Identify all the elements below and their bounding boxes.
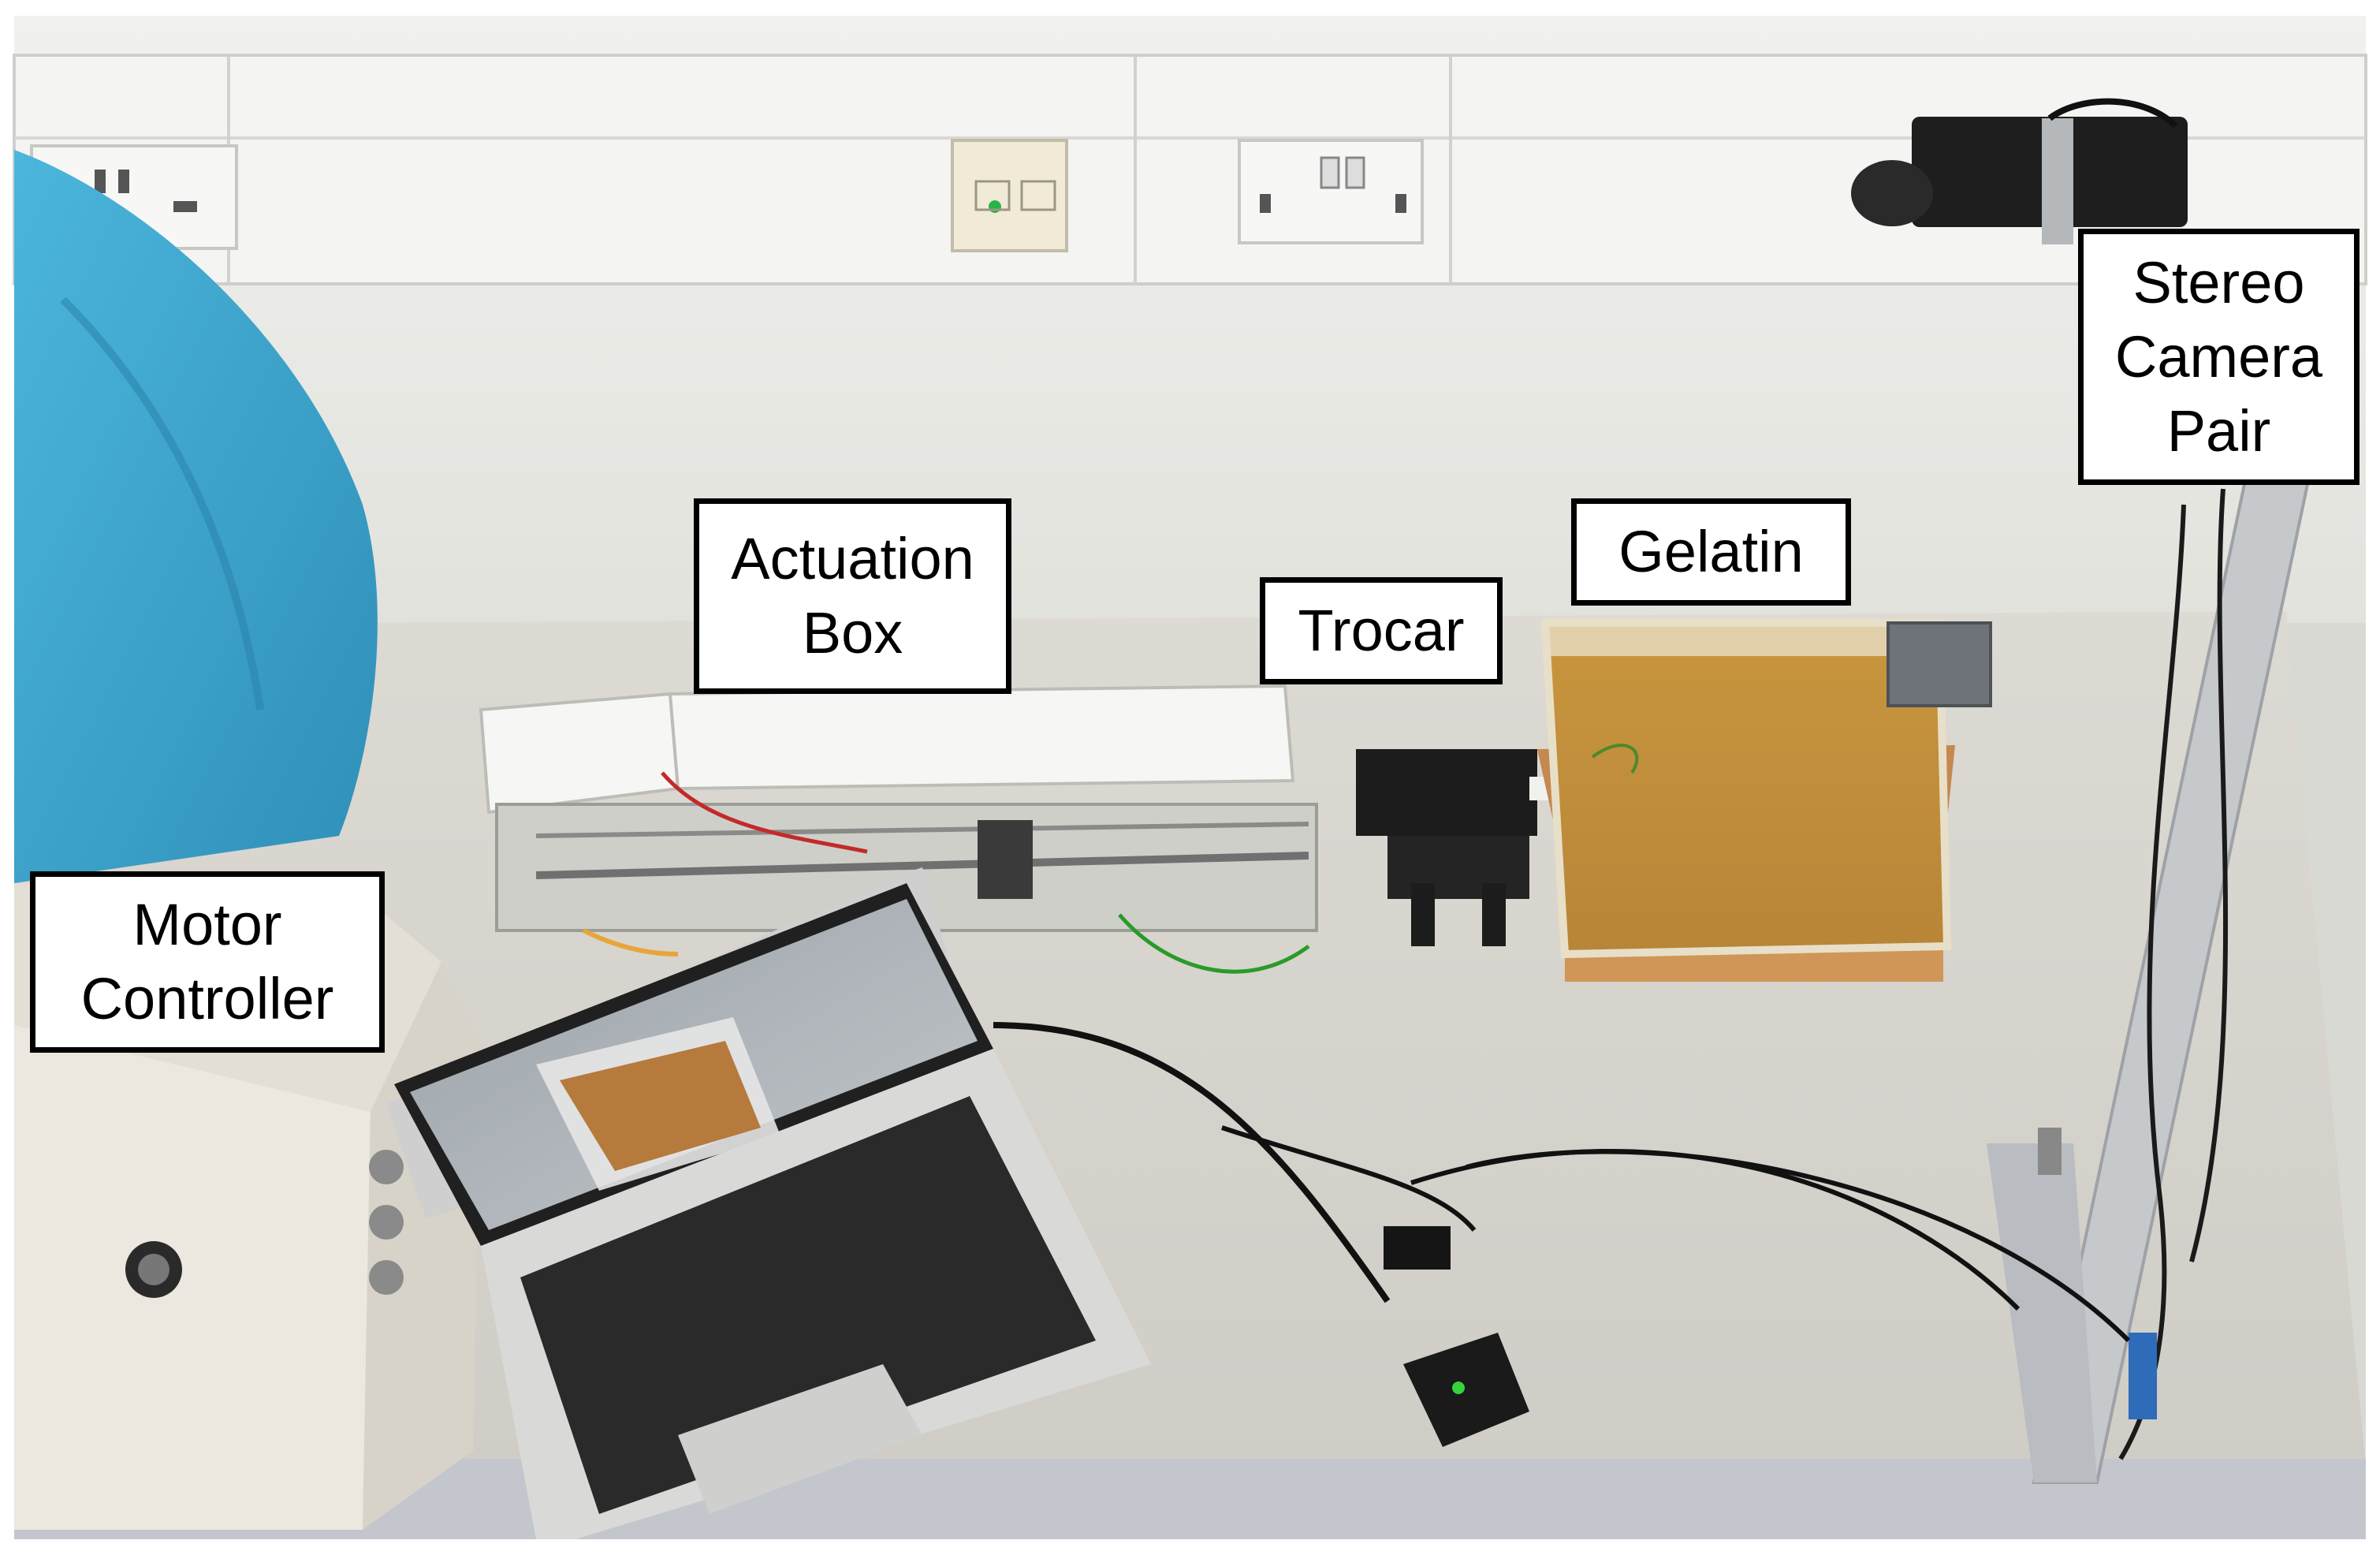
trocar-label: Trocar [1260,577,1503,684]
actuation-box-label-line2: Box [802,600,903,666]
stereo-camera-label-line2: Camera [2114,323,2323,390]
ethernet-cable [582,928,679,956]
blue-cloth [14,150,378,883]
actuation-box-label-line1: Actuation [731,526,974,591]
laptop-cable [993,1022,1391,1303]
camera-cable-2 [1466,1149,2131,1343]
gelatin-label: Gelatin [1571,498,1851,606]
cloth-fold [60,296,264,710]
motor-controller-label-line1: Motor [132,892,282,957]
trocar-device [1356,749,1585,946]
usb-hub [1384,1226,1529,1447]
wall-socket-right [1238,139,1424,244]
actuation-box-label: Actuation Box [694,498,1011,694]
motor-controller-label: Motor Controller [30,871,385,1053]
gelatin-label-text: Gelatin [1618,519,1804,584]
stereo-camera-label-line1: Stereo [2132,249,2305,315]
gelatin-container [1537,619,1955,982]
trocar-label-text: Trocar [1298,598,1465,663]
floor-box-small [1886,621,1992,707]
usb-cable [1221,1125,1477,1232]
aluminium-frame [1987,472,2312,1484]
motor-controller-label-line2: Controller [80,966,334,1031]
data-socket [951,139,1068,252]
stereo-camera-label-line3: Pair [2166,397,2271,464]
stereo-camera-mount [1851,98,2188,244]
stereo-camera-pair-label: Stereo Camera Pair [2078,229,2360,485]
laptop [386,867,1151,1539]
